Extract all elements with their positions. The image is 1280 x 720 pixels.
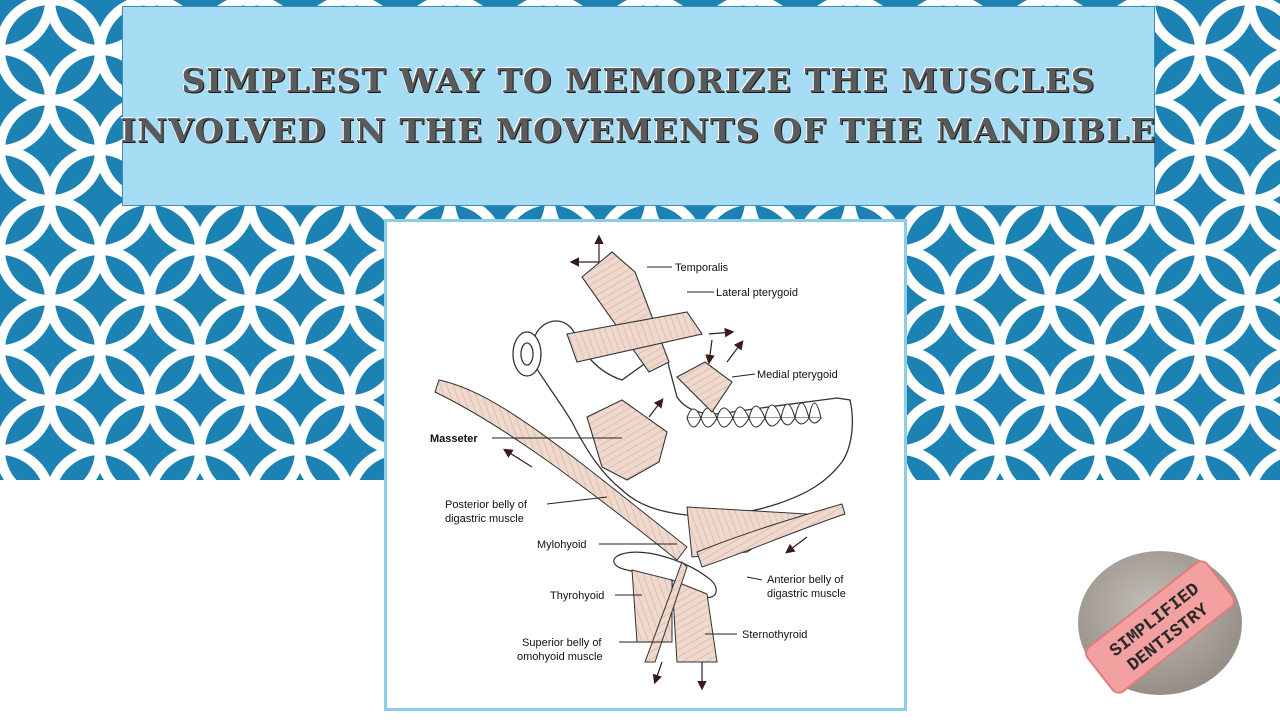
label-sternothyroid: Sternothyroid xyxy=(742,629,807,641)
movement-arrows xyxy=(502,234,808,691)
label-anterior-belly-1: Anterior belly of xyxy=(767,574,844,586)
label-temporalis: Temporalis xyxy=(675,262,729,274)
diagram-illustration: Temporalis Lateral pterygoid Medial pter… xyxy=(430,234,854,691)
label-leader-lines xyxy=(492,266,763,643)
anterior-digastric-muscle xyxy=(696,503,846,568)
title-line-1: Simplest way to memorize the muscles xyxy=(181,61,1096,100)
sternothyroid-muscle xyxy=(671,579,718,663)
label-lateral-pterygoid: Lateral pterygoid xyxy=(716,287,798,299)
label-posterior-belly-2: digastric muscle xyxy=(445,513,524,525)
label-thyrohyoid: Thyrohyoid xyxy=(550,590,604,602)
label-anterior-belly-2: digastric muscle xyxy=(767,588,846,600)
label-masseter: Masseter xyxy=(430,433,478,445)
label-posterior-belly-1: Posterior belly of xyxy=(445,499,528,511)
omohyoid-muscle xyxy=(644,561,688,663)
label-superior-belly-2: omohyoid muscle xyxy=(517,651,603,663)
masseter-muscle xyxy=(586,399,668,481)
mandible-muscles-diagram: Temporalis Lateral pterygoid Medial pter… xyxy=(384,219,907,711)
label-medial-pterygoid: Medial pterygoid xyxy=(757,369,838,381)
medial-pterygoid-muscle xyxy=(676,361,733,413)
posterior-digastric-muscle xyxy=(434,379,688,561)
label-mylohyoid: Mylohyoid xyxy=(537,539,587,551)
title-banner: Simplest way to memorize the muscles inv… xyxy=(120,6,1157,206)
simplified-dentistry-logo: SIMPLIFIED DENTISTRY xyxy=(1078,551,1242,695)
lateral-pterygoid-muscle xyxy=(566,311,703,363)
label-superior-belly-1: Superior belly of xyxy=(522,637,602,649)
title-line-2: involved in the movements of the mandibl… xyxy=(120,111,1157,150)
